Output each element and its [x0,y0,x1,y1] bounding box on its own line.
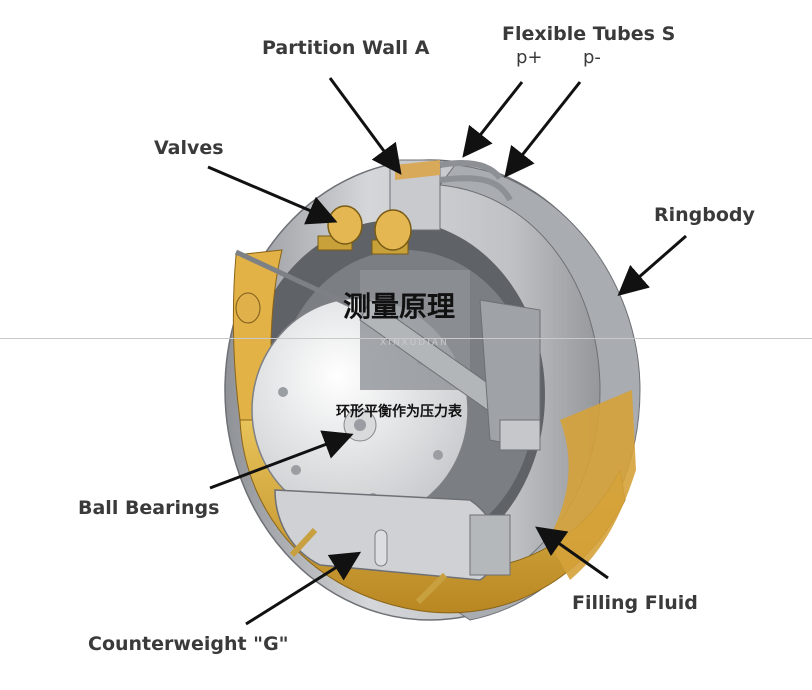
label-counterweight: Counterweight "G" [88,633,289,655]
overlay-title: 测量原理 [343,290,456,323]
inner-struts [359,270,541,451]
valves [235,205,412,324]
label-filling-fluid: Filling Fluid [572,592,698,614]
overlay-caption: 环形平衡作为压力表 [336,404,462,420]
label-partition-wall: Partition Wall A [262,37,430,59]
label-p-plus: p+ [516,47,543,68]
horizontal-rule [0,338,812,339]
partition-wall [389,159,441,231]
flexible-tubes [439,160,513,202]
label-p-minus: p- [583,47,601,68]
watermark: XINXUDIAN [380,338,449,348]
leader-arrows [207,77,687,626]
label-valves: Valves [154,137,224,159]
label-ball-bearings: Ball Bearings [78,497,220,519]
label-flexible-tubes: Flexible Tubes S [502,23,676,45]
label-ringbody: Ringbody [654,204,755,226]
